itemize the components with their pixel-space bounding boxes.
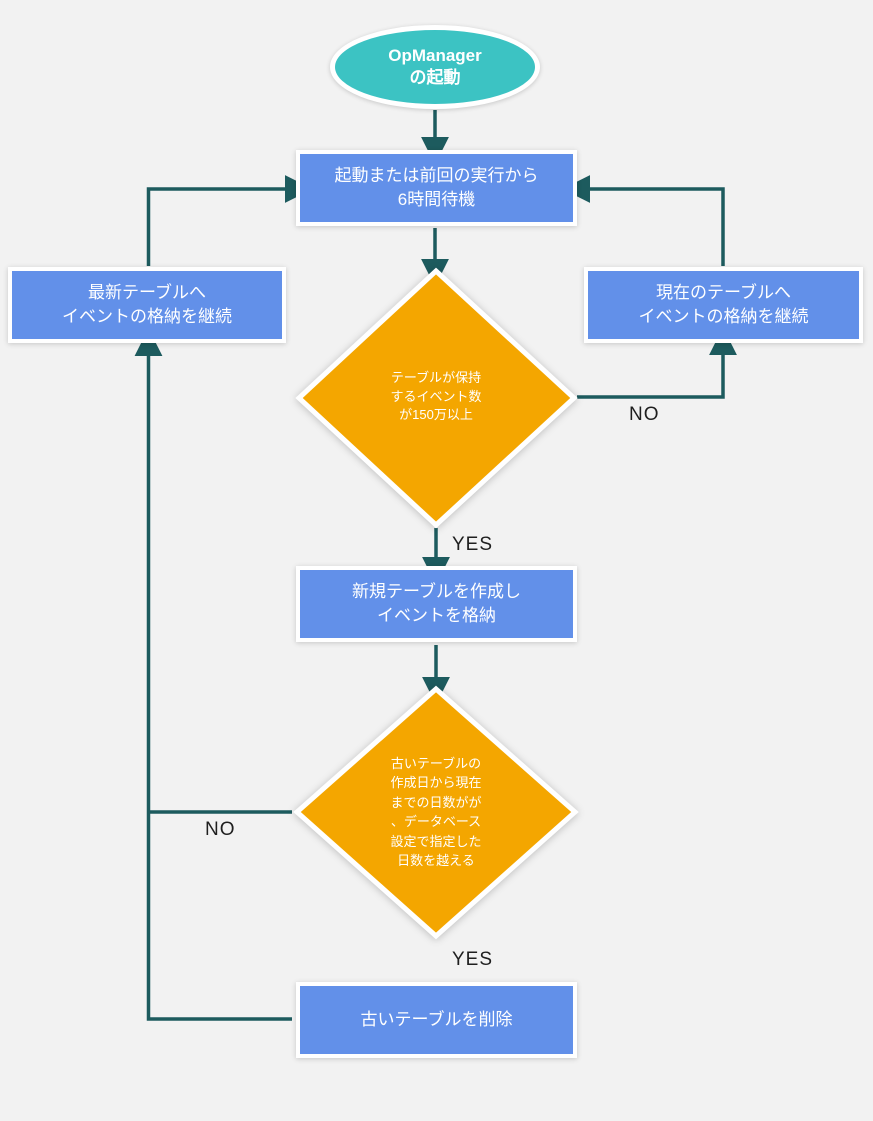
start-node: OpManager の起動: [330, 25, 540, 109]
delete-table-node: 古いテーブルを削除: [296, 982, 577, 1058]
edge-label-event-count-yes: YES: [452, 534, 494, 555]
edge-label-table-age-no: NO: [205, 819, 236, 840]
decision-table-age-shape: [293, 685, 579, 940]
create-table-node-label: 新規テーブルを作成し イベントを格納: [352, 582, 521, 625]
edge-label-table-age-yes: YES: [452, 949, 494, 970]
latest-table-node: 最新テーブルへ イベントの格納を継続: [8, 267, 286, 343]
edge-label-event-count-no: NO: [629, 404, 660, 425]
connector-current-table-to-wait: [562, 175, 725, 266]
current-table-node: 現在のテーブルへ イベントの格納を継続: [584, 267, 863, 343]
start-node-label: OpManager の起動: [388, 45, 482, 87]
connector-decision1-no-to-current-table: [577, 327, 737, 399]
connector-latest-table-to-wait: [146, 175, 313, 266]
delete-table-node-label: 古いテーブルを削除: [360, 1010, 513, 1030]
latest-table-node-label: 最新テーブルへ イベントの格納を継続: [62, 283, 232, 326]
decision-event-count-label: テーブルが保持 するイベント数 が150万以上: [390, 369, 482, 423]
wait-node: 起動または前回の実行から 6時間待機: [296, 150, 577, 226]
current-table-node-label: 現在のテーブルへ イベントの格納を継続: [638, 283, 809, 326]
connector-delete-table-to-latest-table: [134, 328, 292, 1021]
decision-event-count-shape: [295, 267, 578, 529]
decision-table-age-label: 古いテーブルの 作成日から現在 までの日数がが 、データベース 設定で指定した …: [390, 755, 482, 869]
wait-node-label: 起動または前回の実行から 6時間待機: [334, 166, 539, 209]
create-table-node: 新規テーブルを作成し イベントを格納: [296, 566, 577, 642]
